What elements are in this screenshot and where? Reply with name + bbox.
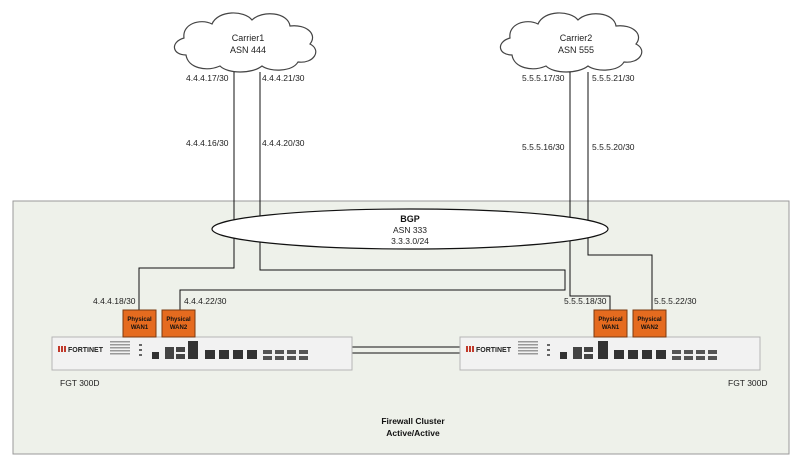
label-c2-right-net: 5.5.5.20/30 [592, 142, 635, 152]
label-fw1-wan1-ip: 4.4.4.18/30 [93, 296, 136, 306]
label-c1-left-net: 4.4.4.16/30 [186, 138, 229, 148]
link-c2-wan2 [587, 72, 653, 310]
svg-text:Physical: Physical [637, 317, 662, 323]
bgp-asn: ASN 333 [393, 225, 427, 235]
svg-text:FORTINET: FORTINET [476, 347, 512, 354]
cluster-label-line2: Active/Active [386, 428, 440, 438]
firewall-2: FORTINET [459, 336, 761, 371]
label-fw2-wan2-ip: 5.5.5.22/30 [654, 296, 697, 306]
firewall-2-model: FGT 300D [728, 378, 768, 388]
label-c2-left-top: 5.5.5.17/30 [522, 73, 565, 83]
label-c1-right-net: 4.4.4.20/30 [262, 138, 305, 148]
carrier1-asn: ASN 444 [230, 45, 266, 55]
label-c2-left-net: 5.5.5.16/30 [522, 142, 565, 152]
label-fw2-wan1-ip: 5.5.5.18/30 [564, 296, 607, 306]
carrier1-cloud [173, 12, 317, 73]
fw1-wan1-port: Physical WAN1 [122, 309, 157, 338]
fw2-wan1-port: Physical WAN1 [593, 309, 628, 338]
label-fw1-wan2-ip: 4.4.4.22/30 [184, 296, 227, 306]
carrier2-asn: ASN 555 [558, 45, 594, 55]
label-c1-right-top: 4.4.4.21/30 [262, 73, 305, 83]
fw1-wan2-port: Physical WAN2 [161, 309, 196, 338]
svg-text:WAN2: WAN2 [170, 325, 188, 331]
carrier2-cloud [499, 12, 643, 73]
bgp-ellipse [211, 208, 609, 250]
svg-text:Physical: Physical [598, 317, 623, 323]
label-c1-left-top: 4.4.4.17/30 [186, 73, 229, 83]
svg-text:Physical: Physical [166, 317, 191, 323]
bgp-subnet: 3.3.3.0/24 [391, 236, 429, 246]
fortinet-logo-2: FORTINET [466, 346, 512, 354]
bgp-title: BGP [400, 214, 420, 224]
svg-text:WAN2: WAN2 [641, 325, 659, 331]
firewall-1: FORTINET [51, 336, 353, 371]
firewall-1-model: FGT 300D [60, 378, 100, 388]
link-c2-wan1 [569, 72, 611, 310]
svg-text:WAN1: WAN1 [602, 325, 620, 331]
carrier2-name: Carrier2 [560, 33, 593, 43]
carrier1-name: Carrier1 [232, 33, 265, 43]
cluster-label-line1: Firewall Cluster [381, 416, 445, 426]
svg-text:FORTINET: FORTINET [68, 347, 104, 354]
svg-text:WAN1: WAN1 [131, 325, 149, 331]
svg-text:Physical: Physical [127, 317, 152, 323]
link-c1-wan1 [138, 72, 235, 310]
fw2-wan2-port: Physical WAN2 [632, 309, 667, 338]
label-c2-right-top: 5.5.5.21/30 [592, 73, 635, 83]
fortinet-logo-1: FORTINET [58, 346, 104, 354]
